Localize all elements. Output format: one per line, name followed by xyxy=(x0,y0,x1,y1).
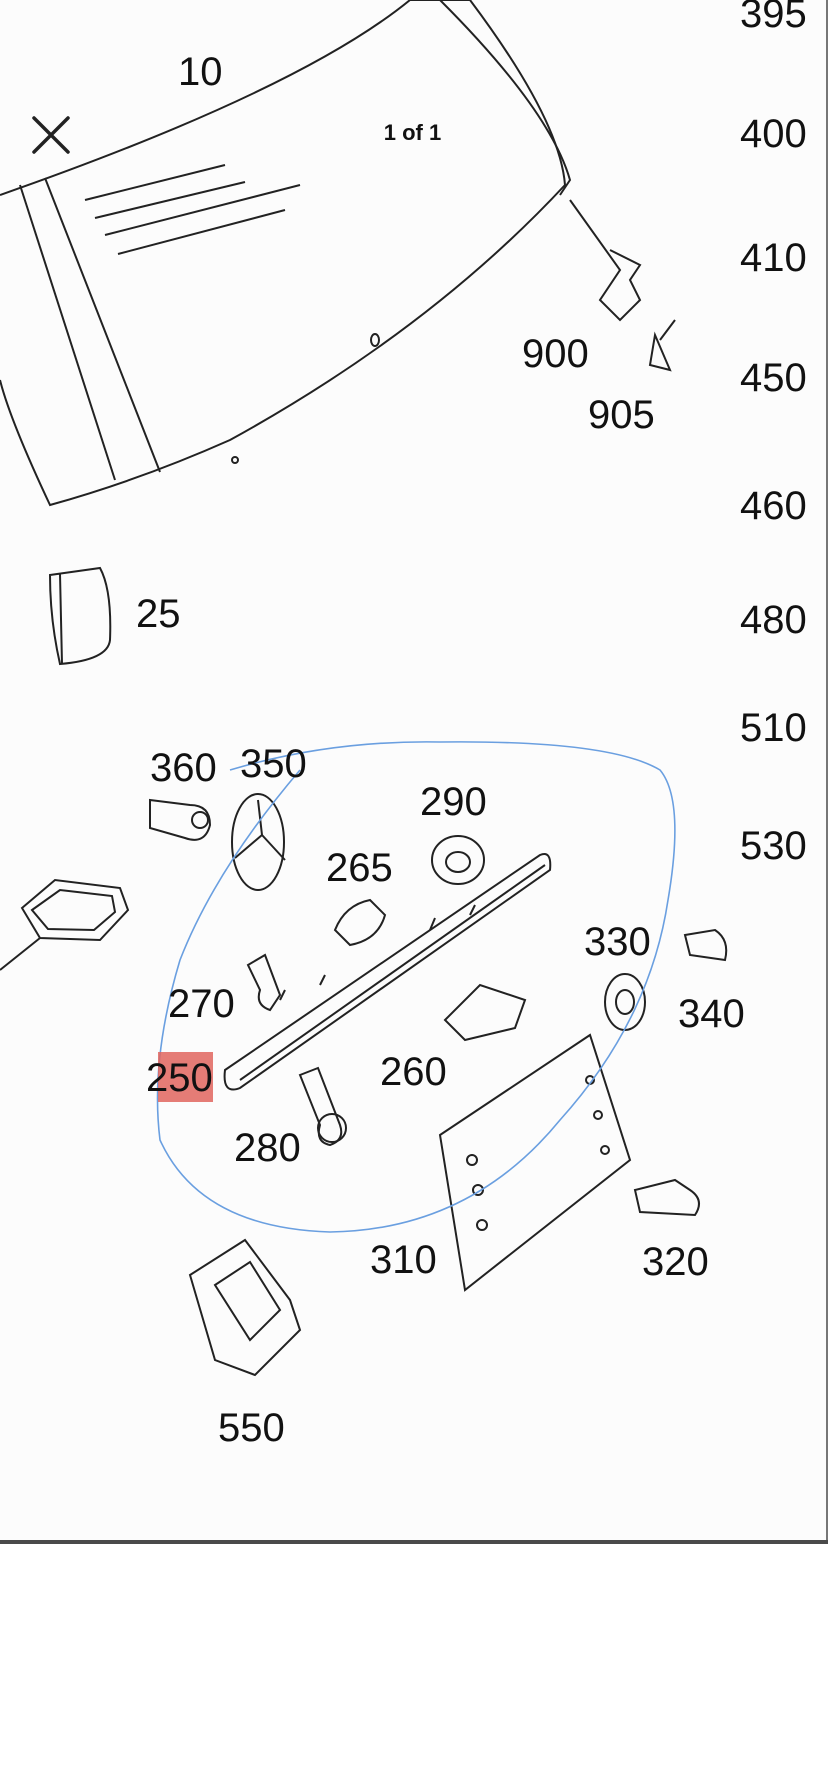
label-280: 280 xyxy=(234,1126,301,1170)
label-310: 310 xyxy=(370,1238,437,1282)
part-260 xyxy=(443,983,527,1042)
blank-area xyxy=(0,1544,828,1792)
label-270: 270 xyxy=(168,982,235,1026)
glass-dot xyxy=(370,333,380,347)
part-900 xyxy=(569,199,642,322)
label-340: 340 xyxy=(678,992,745,1036)
close-icon xyxy=(32,116,70,154)
label-320: 320 xyxy=(642,1240,709,1284)
part-25 xyxy=(48,566,112,666)
part-905 xyxy=(648,319,676,372)
part-320 xyxy=(633,1178,700,1217)
part-340 xyxy=(683,928,728,962)
side-label-400: 400 xyxy=(740,112,807,156)
side-label-460: 460 xyxy=(740,484,807,528)
image-viewer: 10 900 905 25 360 350 290 265 330 270 34… xyxy=(0,0,828,1542)
side-label-480: 480 xyxy=(740,598,807,642)
part-350 xyxy=(231,793,285,891)
label-360: 360 xyxy=(150,746,217,790)
image-counter: 1 of 1 xyxy=(383,120,442,145)
label-25: 25 xyxy=(136,592,181,636)
label-905: 905 xyxy=(588,393,655,437)
label-260: 260 xyxy=(380,1050,447,1094)
part-seal xyxy=(20,878,130,942)
seal-cable xyxy=(0,937,41,971)
side-label-395: 395 xyxy=(740,0,807,36)
label-350: 350 xyxy=(240,742,307,786)
side-label-510: 510 xyxy=(740,706,807,750)
glass-dot-2 xyxy=(231,456,239,464)
part-330 xyxy=(604,973,646,1031)
glass-defrost-line-4 xyxy=(117,209,286,255)
parts-diagram xyxy=(0,0,728,1377)
annotation-circle xyxy=(156,741,676,1233)
side-label-530: 530 xyxy=(740,824,807,868)
glass-inner-line-1 xyxy=(19,184,116,481)
part-265 xyxy=(333,898,387,947)
label-265: 265 xyxy=(326,846,393,890)
part-360 xyxy=(149,798,212,841)
label-900: 900 xyxy=(522,332,589,376)
part-310 xyxy=(438,1033,632,1292)
label-290: 290 xyxy=(420,780,487,824)
glass-defrost-line-3 xyxy=(104,184,301,236)
label-10: 10 xyxy=(178,50,223,94)
label-550: 550 xyxy=(218,1406,285,1450)
label-250: 250 xyxy=(146,1056,213,1100)
side-label-410: 410 xyxy=(740,236,807,280)
highlight-250 xyxy=(158,1052,213,1102)
glass-defrost-line-1 xyxy=(84,164,226,201)
part-550 xyxy=(188,1238,302,1377)
label-330: 330 xyxy=(584,920,651,964)
glass-edge-trim xyxy=(439,0,572,196)
side-label-450: 450 xyxy=(740,356,807,400)
close-button[interactable] xyxy=(24,108,78,162)
part-280 xyxy=(298,1066,343,1147)
part-290 xyxy=(431,835,485,885)
image-bottom-border xyxy=(0,1540,828,1544)
part-250-strip xyxy=(223,853,552,1091)
image-right-edge xyxy=(826,0,828,1542)
glass-defrost-line-2 xyxy=(94,181,246,219)
glass-inner-line-2 xyxy=(44,177,161,473)
glass-outline xyxy=(0,0,567,507)
part-270 xyxy=(246,953,282,1012)
